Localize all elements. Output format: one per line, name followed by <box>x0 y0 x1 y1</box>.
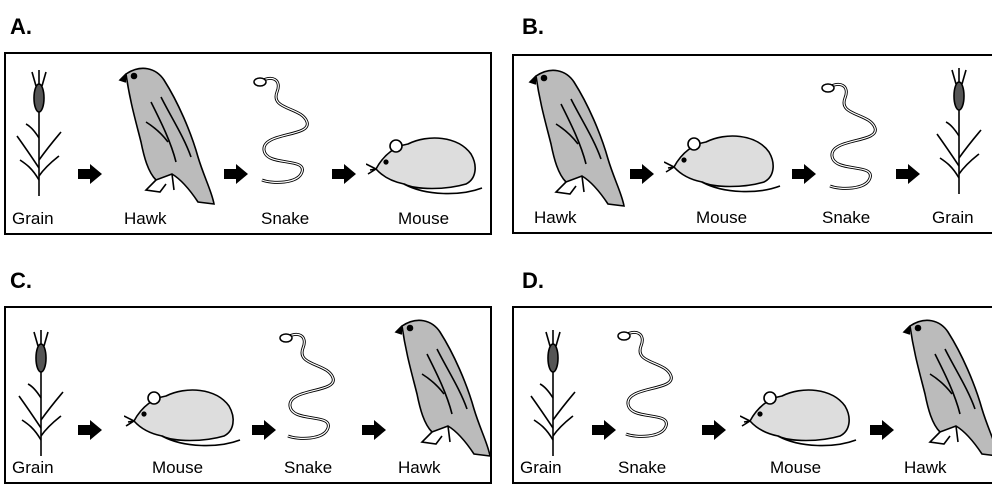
option-c-letter: C. <box>10 268 32 294</box>
snake-icon <box>820 78 890 198</box>
snake-icon <box>252 72 322 192</box>
organism-label: Grain <box>520 458 562 478</box>
snake-icon <box>616 326 686 446</box>
hawk-icon <box>392 314 492 459</box>
option-b-letter: B. <box>522 14 544 40</box>
organism-label: Hawk <box>398 458 441 478</box>
right-arrow-icon <box>630 164 654 189</box>
right-arrow-icon <box>78 420 102 445</box>
grain-icon <box>934 66 984 196</box>
right-arrow-icon <box>702 420 726 445</box>
organism-label: Mouse <box>152 458 203 478</box>
hawk-icon <box>116 62 216 207</box>
organism-label: Snake <box>284 458 332 478</box>
mouse-icon <box>664 122 782 197</box>
organism-label: Grain <box>12 458 54 478</box>
option-a-letter: A. <box>10 14 32 40</box>
organism-label: Mouse <box>770 458 821 478</box>
right-arrow-icon <box>332 164 356 189</box>
organism-label: Mouse <box>696 208 747 228</box>
organism-label: Snake <box>261 209 309 229</box>
organism-label: Hawk <box>904 458 947 478</box>
right-arrow-icon <box>78 164 102 189</box>
grain-icon <box>16 328 66 458</box>
right-arrow-icon <box>870 420 894 445</box>
organism-label: Hawk <box>534 208 577 228</box>
organism-label: Snake <box>618 458 666 478</box>
organism-label: Mouse <box>398 209 449 229</box>
mouse-icon <box>124 376 242 451</box>
right-arrow-icon <box>592 420 616 445</box>
organism-label: Grain <box>932 208 974 228</box>
right-arrow-icon <box>224 164 248 189</box>
option-c-panel[interactable]: Grain Mouse Snake Hawk <box>4 306 492 484</box>
organism-label: Snake <box>822 208 870 228</box>
right-arrow-icon <box>792 164 816 189</box>
right-arrow-icon <box>896 164 920 189</box>
hawk-icon <box>900 314 992 459</box>
option-a-panel[interactable]: Grain Hawk Snake Mouse <box>4 52 492 235</box>
grain-icon <box>14 68 64 198</box>
grain-icon <box>528 328 578 458</box>
hawk-icon <box>526 64 626 209</box>
organism-label: Hawk <box>124 209 167 229</box>
snake-icon <box>278 328 348 448</box>
mouse-icon <box>366 124 484 199</box>
right-arrow-icon <box>362 420 386 445</box>
organism-label: Grain <box>12 209 54 229</box>
option-d-letter: D. <box>522 268 544 294</box>
right-arrow-icon <box>252 420 276 445</box>
option-b-panel[interactable]: Hawk Mouse Snake Grain <box>512 54 992 234</box>
option-d-panel[interactable]: Grain Snake Mouse Hawk <box>512 306 992 484</box>
mouse-icon <box>740 376 858 451</box>
